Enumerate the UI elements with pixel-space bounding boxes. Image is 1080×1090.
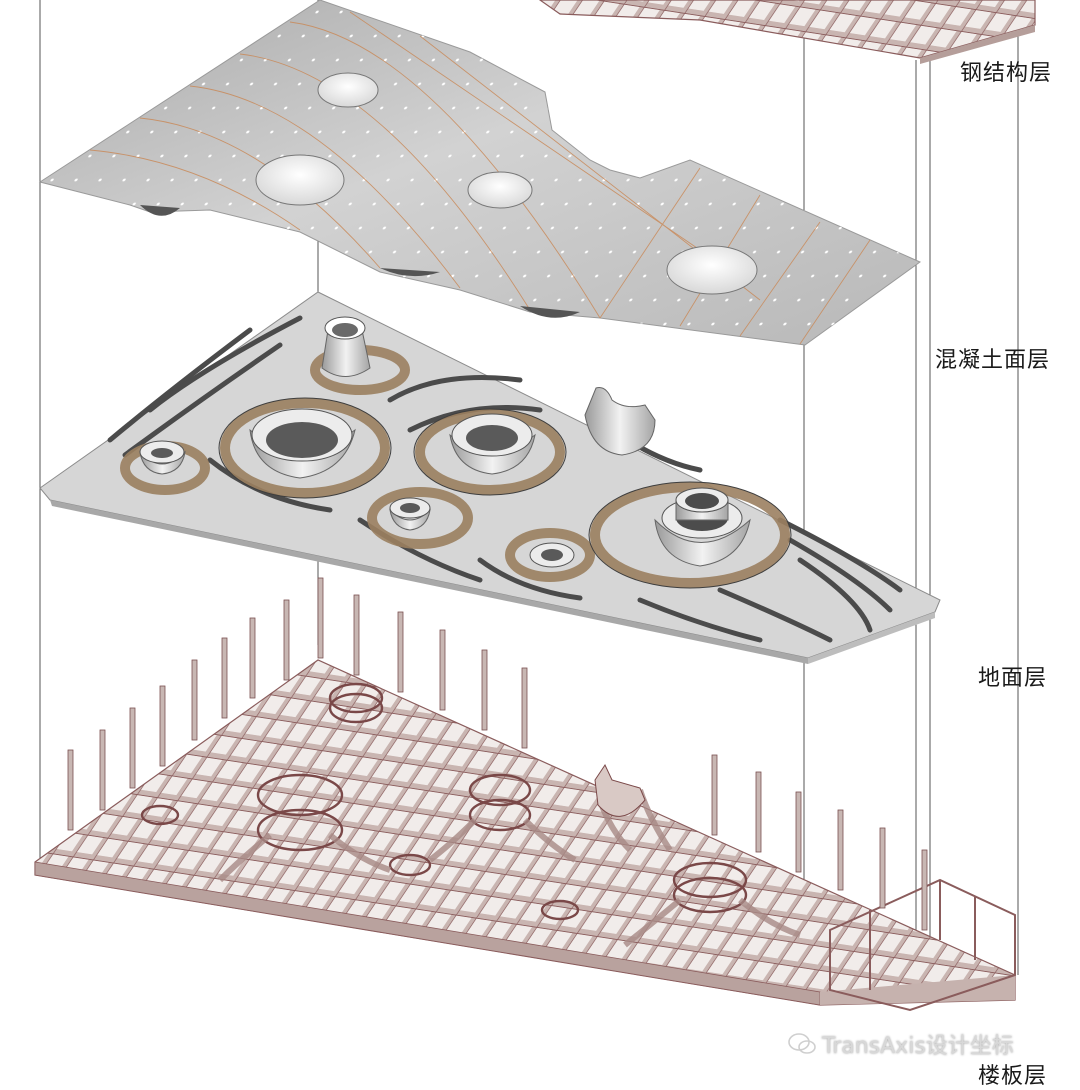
steel-structure-layer: [38, 0, 921, 346]
funnel-column: [584, 387, 656, 456]
concrete-surface-layer: [39, 291, 941, 664]
floor-slab-layer: [34, 577, 1016, 1012]
upper-frame-fragment: [538, 0, 1036, 64]
funnel-column: [139, 440, 186, 475]
label-ground-layer: 地面层: [978, 666, 1048, 691]
label-floor-layer: 楼板层: [978, 1064, 1048, 1089]
funnel-column: [321, 316, 371, 377]
skylight-hole: [317, 72, 379, 108]
watermark-text: TransAxis设计坐标: [822, 1034, 1014, 1059]
skylight-hole: [467, 171, 533, 209]
edge-frame: [829, 878, 1016, 1012]
funnel-column: [654, 487, 751, 567]
funnel-column: [249, 408, 356, 479]
skylight-hole: [255, 154, 345, 206]
funnel-column: [449, 413, 536, 475]
column-posts: [67, 577, 928, 931]
funnel-support-rings: [140, 682, 748, 921]
funnel-column: [389, 497, 431, 531]
label-steel-layer: 钢结构层: [960, 61, 1053, 86]
skylight-hole: [666, 245, 758, 295]
wechat-icon: [788, 1033, 816, 1054]
watermark: TransAxis设计坐标: [788, 1028, 1014, 1060]
label-concrete-layer: 混凝土面层: [935, 348, 1051, 373]
funnel-column: [529, 542, 575, 568]
funnel-shell: [594, 763, 646, 817]
